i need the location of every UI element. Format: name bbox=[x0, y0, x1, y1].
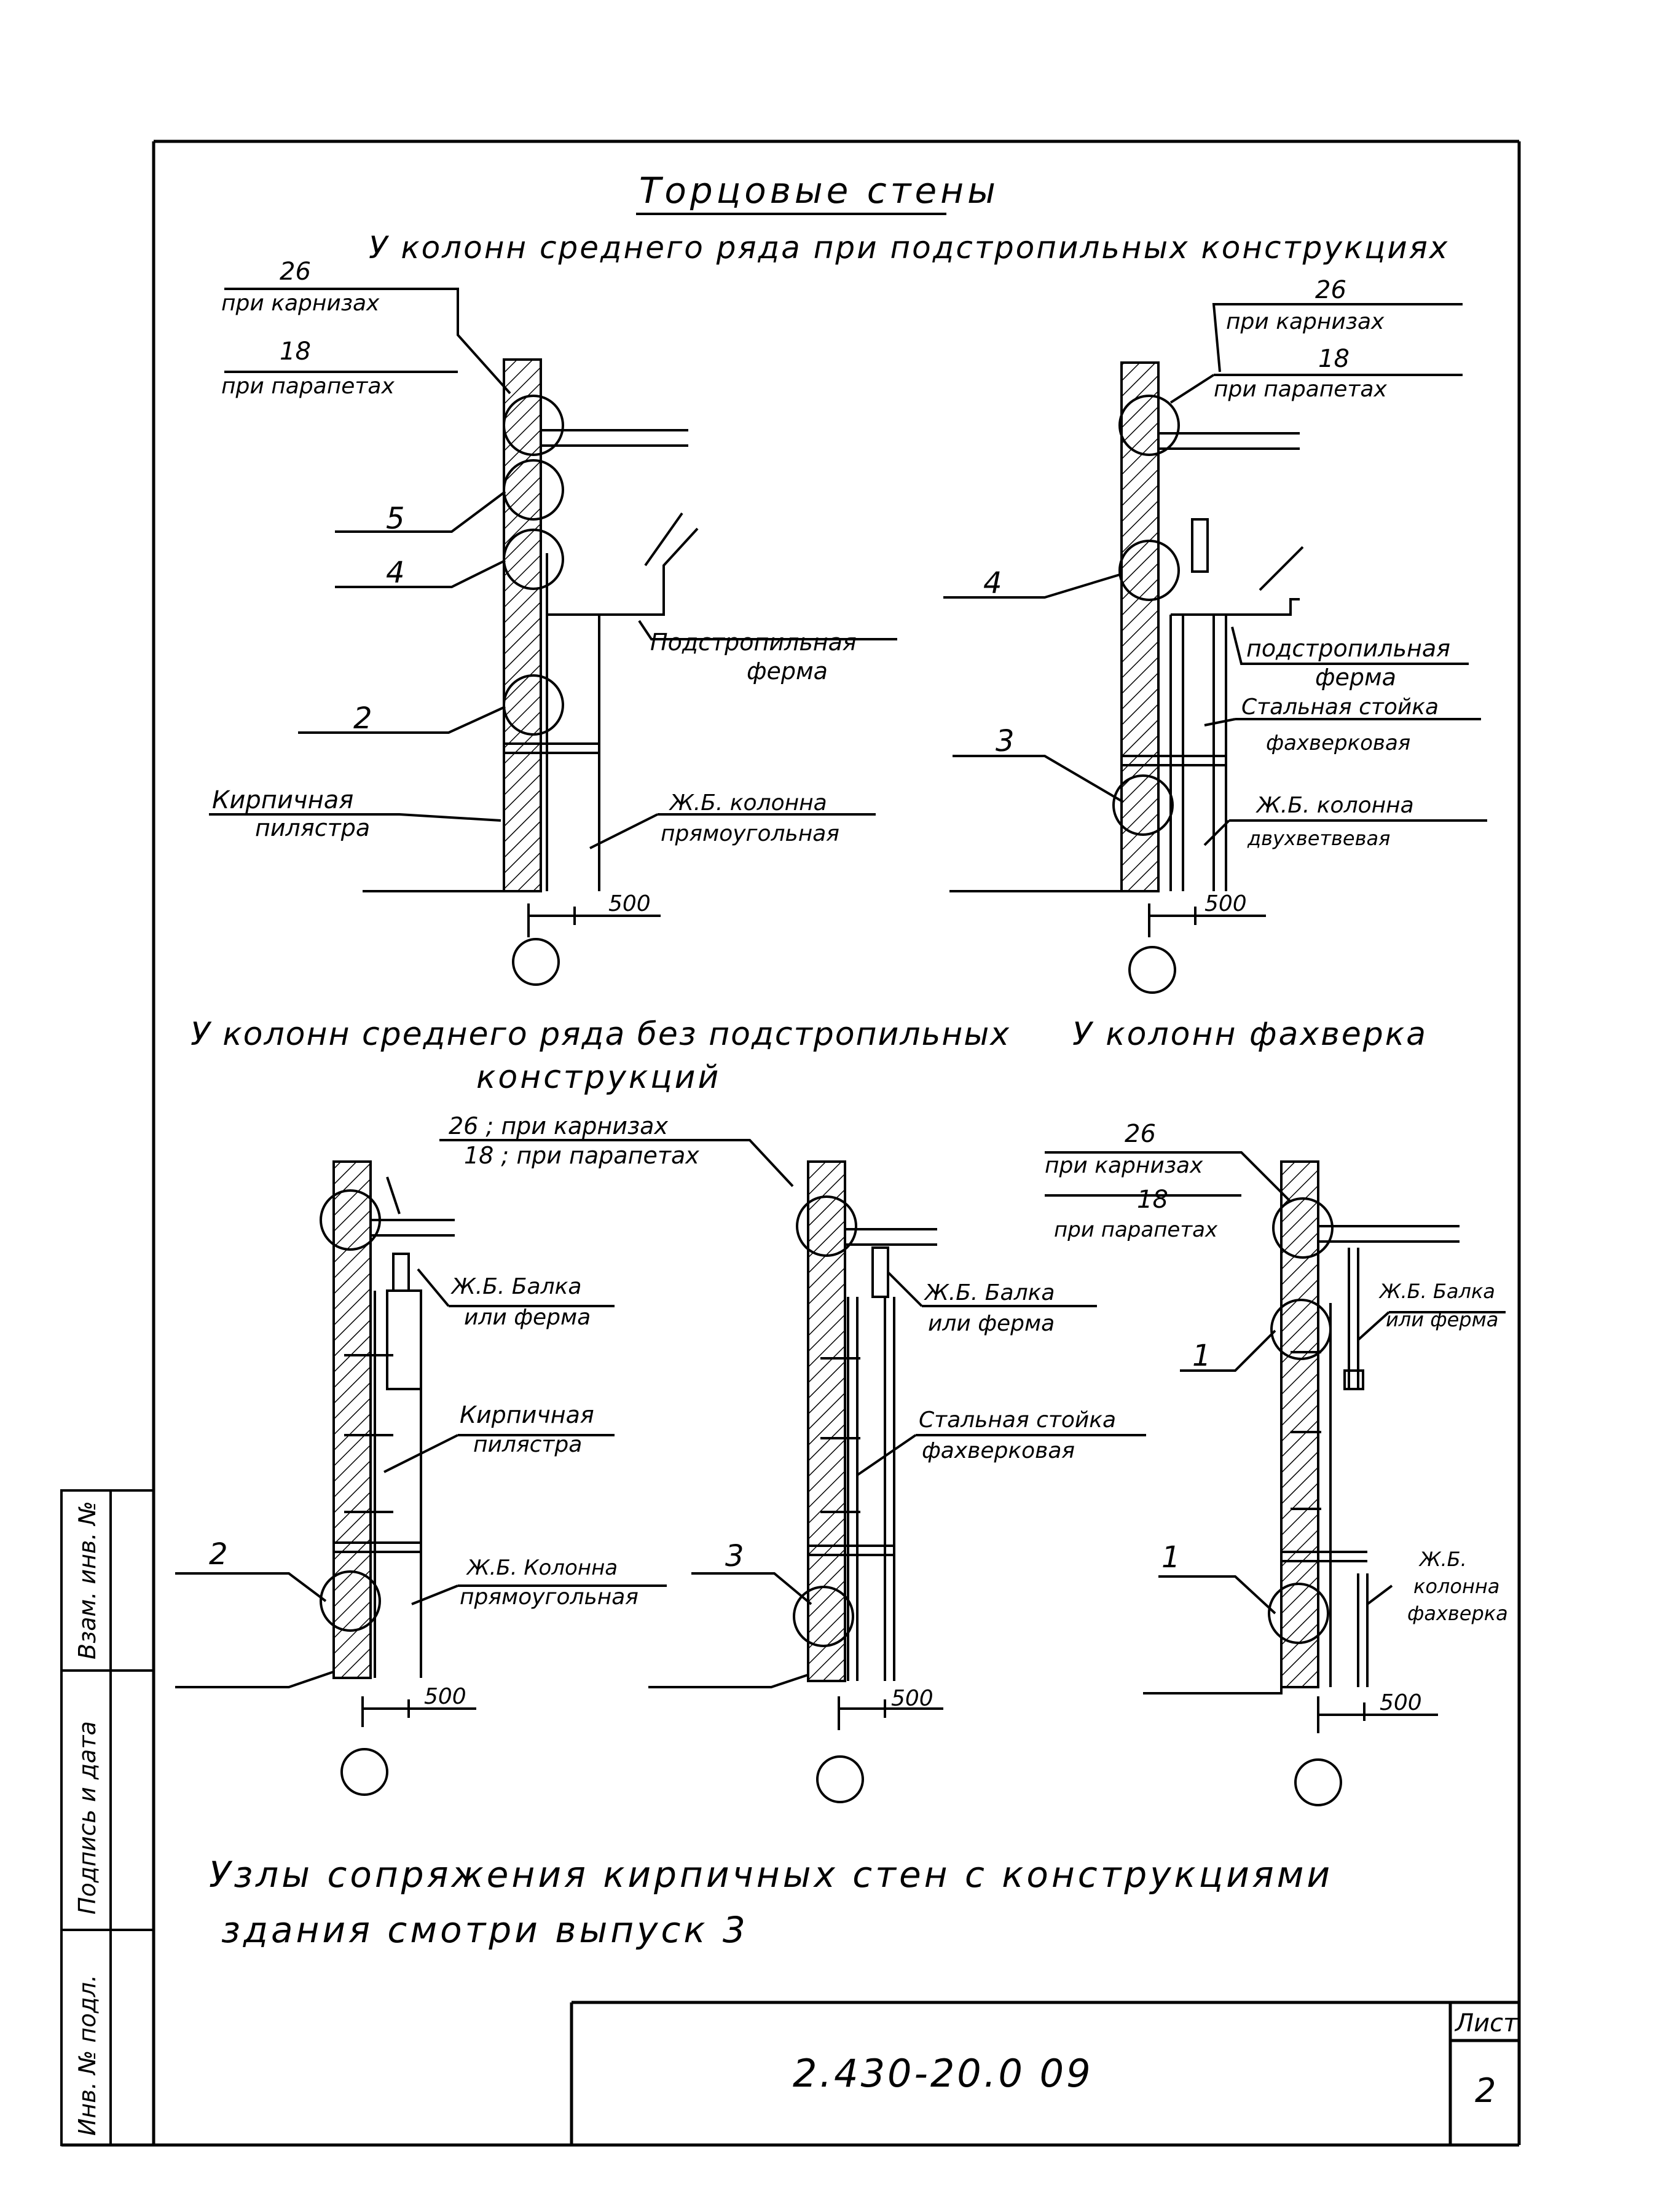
footer-note-line1: Узлы сопряжения кирпичных стен с констру… bbox=[209, 1854, 1333, 1895]
detail-e-dim-26: 26 bbox=[1125, 1120, 1156, 1148]
heading-top: У колонн среднего ряда при подстропильны… bbox=[369, 230, 1449, 266]
detail-e-beam-label-1: Ж.Б. Балка bbox=[1378, 1280, 1495, 1303]
detail-c-column-label-1: Ж.Б. Колонна bbox=[466, 1556, 618, 1580]
detail-c-beam-label-2: или ферма bbox=[464, 1305, 591, 1330]
detail-c-note-parapet: 18 ; при парапетах bbox=[464, 1142, 699, 1169]
detail-a-pilaster-label-2: пилястра bbox=[255, 814, 370, 841]
detail-b-column-label-2: двухветвевая bbox=[1247, 827, 1390, 850]
detail-d-post-label-2: фахверковая bbox=[922, 1438, 1075, 1463]
detail-a-dim-18: 18 bbox=[280, 337, 311, 366]
detail-e-beam-label-2: или ферма bbox=[1386, 1308, 1498, 1331]
detail-a-column-label-2: прямоугольная bbox=[661, 821, 839, 846]
detail-a-note-parapet: при парапетах bbox=[221, 374, 395, 399]
detail-d-geometry bbox=[648, 1160, 1146, 1803]
detail-a-truss-label-2: ферма bbox=[747, 658, 828, 685]
detail-d: Ж.Б. Балка или ферма Стальная стойка фах… bbox=[648, 1160, 1146, 1803]
stamp-field-replacement: Взам. инв. № bbox=[74, 1501, 101, 1659]
detail-c-pilaster-label-1: Кирпичная bbox=[460, 1401, 594, 1428]
detail-e-node-1-lower: 1 bbox=[1161, 1540, 1181, 1575]
detail-a-geometry bbox=[209, 288, 897, 986]
detail-b-dim-500: 500 bbox=[1204, 891, 1247, 916]
detail-b: 26 при карнизах 18 при парапетах 4 3 под… bbox=[943, 276, 1487, 994]
detail-c-pilaster-label-2: пилястра bbox=[473, 1432, 582, 1457]
detail-e-dim-500: 500 bbox=[1380, 1690, 1422, 1715]
detail-d-post-label-1: Стальная стойка bbox=[919, 1407, 1116, 1433]
side-stamp bbox=[60, 1489, 155, 2146]
detail-e-column-label-3: фахверка bbox=[1407, 1602, 1508, 1625]
sheet-title: Торцовые стены bbox=[639, 170, 999, 211]
detail-b-truss-label-1: подстропильная bbox=[1246, 635, 1450, 662]
detail-b-column-label-1: Ж.Б. колонна bbox=[1256, 793, 1414, 818]
title-block bbox=[570, 2001, 1519, 2145]
detail-b-note-parapet: при парапетах bbox=[1214, 377, 1387, 402]
detail-b-post-label-1: Стальная стойка bbox=[1241, 695, 1439, 720]
detail-e-geometry bbox=[1045, 1151, 1506, 1806]
detail-a-node-2: 2 bbox=[353, 701, 372, 736]
detail-e-column-label-1: Ж.Б. bbox=[1418, 1548, 1467, 1571]
detail-b-dim-26: 26 bbox=[1315, 276, 1346, 304]
detail-d-beam-label-2: или ферма bbox=[928, 1311, 1055, 1336]
detail-c-dim-500: 500 bbox=[424, 1684, 466, 1709]
detail-a-note-cornice: при карнизах bbox=[221, 291, 380, 316]
detail-d-dim-500: 500 bbox=[891, 1686, 933, 1711]
detail-a-dim-26: 26 bbox=[280, 258, 311, 286]
detail-b-geometry bbox=[943, 303, 1487, 994]
detail-a-node-4: 4 bbox=[386, 556, 405, 590]
detail-c-beam-label-1: Ж.Б. Балка bbox=[450, 1274, 581, 1299]
detail-e-note-parapet: при парапетах bbox=[1054, 1218, 1218, 1242]
heading-bottom-right: У колонн фахверка bbox=[1072, 1016, 1428, 1053]
sheet-number: 2 bbox=[1475, 2071, 1496, 2110]
detail-e-node-1-upper: 1 bbox=[1192, 1339, 1211, 1373]
detail-b-node-3: 3 bbox=[996, 724, 1015, 758]
detail-b-note-cornice: при карнизах bbox=[1226, 309, 1385, 334]
detail-c-note-cornice: 26 ; при карнизах bbox=[449, 1112, 668, 1139]
detail-c-node-2: 2 bbox=[209, 1537, 228, 1572]
detail-e-dim-18: 18 bbox=[1137, 1186, 1168, 1214]
detail-a-column-label-1: Ж.Б. колонна bbox=[669, 790, 827, 816]
detail-b-truss-label-2: ферма bbox=[1315, 664, 1396, 691]
detail-b-post-label-2: фахверковая bbox=[1266, 731, 1410, 755]
detail-e: 26 при карнизах 18 при парапетах Ж.Б. Ба… bbox=[1045, 1120, 1508, 1806]
document-code: 2.430-20.0 09 bbox=[793, 2051, 1093, 2096]
detail-a-truss-label-1: Подстропильная bbox=[650, 629, 857, 656]
stamp-field-inventory: Инв. № подл. bbox=[74, 1975, 101, 2136]
detail-e-column-label-2: колонна bbox=[1413, 1575, 1499, 1598]
footer-note-line2: здания смотри выпуск 3 bbox=[221, 1909, 749, 1951]
sheet-frame bbox=[61, 140, 1521, 2147]
detail-c-column-label-2: прямоугольная bbox=[460, 1584, 639, 1610]
detail-c-geometry bbox=[175, 1139, 794, 1796]
detail-a-node-5: 5 bbox=[386, 502, 405, 536]
detail-e-note-cornice: при карнизах bbox=[1045, 1153, 1203, 1178]
detail-b-dim-18: 18 bbox=[1318, 345, 1350, 373]
detail-d-node-3: 3 bbox=[725, 1539, 744, 1573]
detail-a: 26 при карнизах 18 при парапетах 5 4 2 П… bbox=[209, 258, 897, 986]
detail-a-dim-500: 500 bbox=[608, 891, 651, 916]
heading-bottom-left-2: конструкций bbox=[476, 1059, 721, 1096]
detail-c: 26 ; при карнизах 18 ; при парапетах Ж.Б… bbox=[175, 1112, 794, 1796]
detail-d-beam-label-1: Ж.Б. Балка bbox=[924, 1280, 1055, 1305]
stamp-field-signature: Подпись и дата bbox=[74, 1721, 101, 1915]
detail-b-node-4: 4 bbox=[983, 566, 1002, 600]
detail-a-pilaster-label-1: Кирпичная bbox=[212, 786, 353, 814]
sheet-label: Лист bbox=[1454, 2009, 1519, 2037]
heading-bottom-left-1: У колонн среднего ряда без подстропильны… bbox=[191, 1016, 1010, 1053]
